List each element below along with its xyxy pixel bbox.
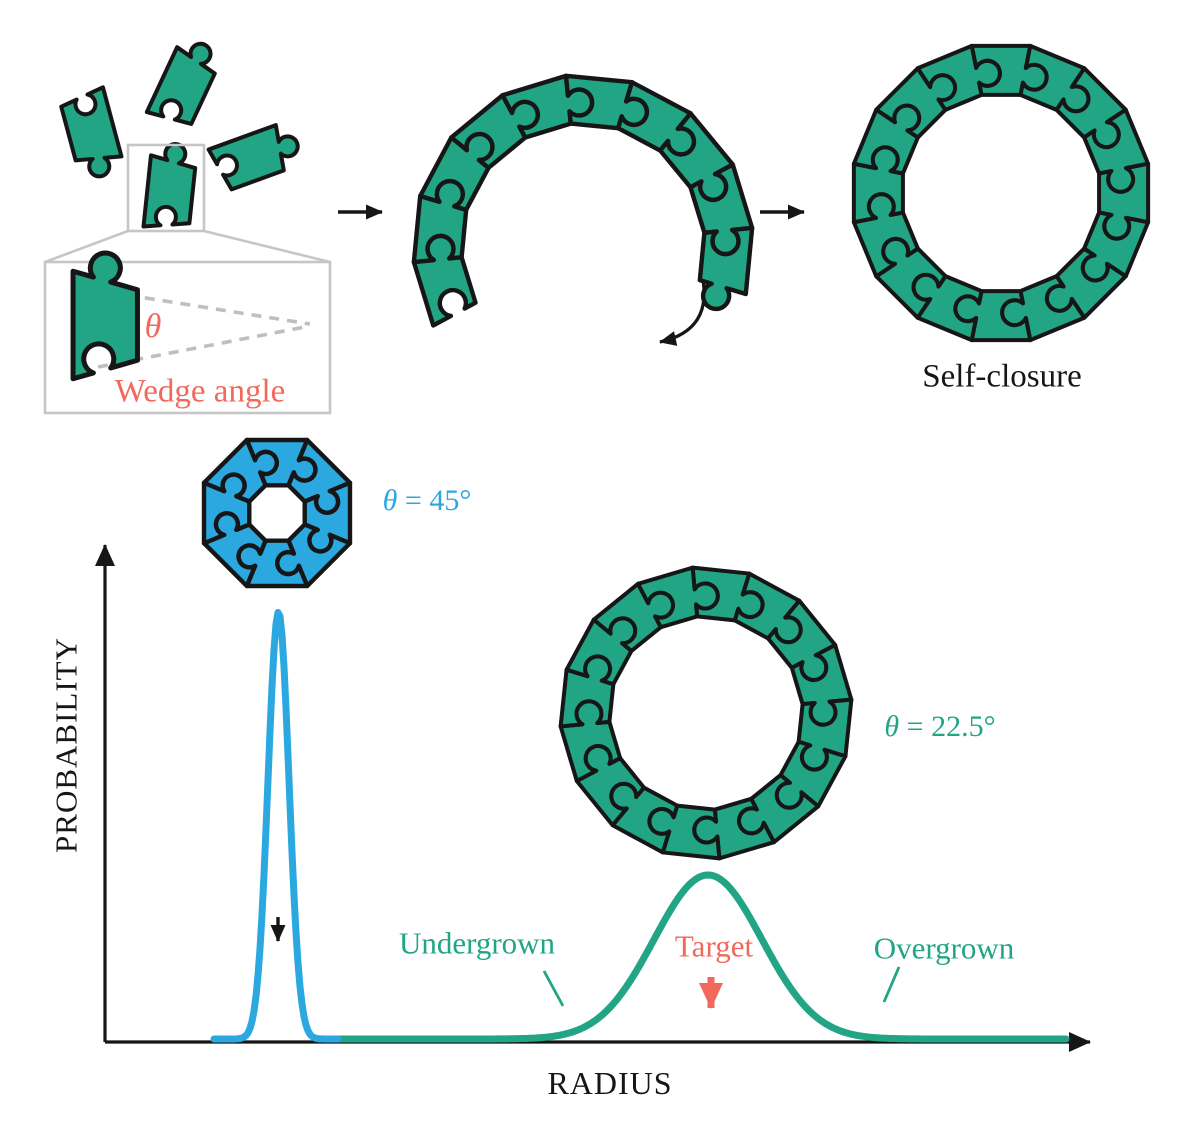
theta-225-value: = 22.5°: [899, 710, 996, 743]
puzzle-piece: [697, 225, 755, 312]
y-axis-label: PROBABILITY: [48, 637, 84, 853]
wedge-dashed-line-upper: [126, 293, 311, 326]
wedge-angle-label: Wedge angle: [114, 373, 286, 410]
octagon-ring-45deg: [201, 437, 353, 589]
theta-225-label: θ = 22.5°: [884, 712, 995, 742]
wedge-theta-label: θ: [144, 308, 162, 345]
theta-45-value: = 45°: [397, 484, 472, 517]
theta-45-label: θ = 45°: [383, 486, 472, 516]
undergrown-annotation: Undergrown: [398, 925, 556, 961]
wedge-puzzle-piece: [70, 250, 140, 382]
zoom-connector-line: [44, 229, 129, 264]
puzzle-piece: [141, 142, 198, 229]
target-ring-22p5deg: [558, 565, 854, 861]
puzzle-piece: [915, 43, 1002, 112]
target-annotation: Target: [674, 928, 754, 964]
scattered-puzzle-pieces: [59, 41, 300, 229]
puzzle-piece: [201, 437, 279, 504]
puzzle-piece: [59, 85, 124, 179]
blue-distribution-curve: [210, 608, 342, 1043]
theta-symbol: θ: [382, 484, 398, 517]
x-axis-label: RADIUS: [547, 1065, 673, 1101]
distribution-curves: [210, 608, 1070, 1043]
puzzle-piece: [636, 565, 720, 630]
undergrown-tick: [542, 970, 565, 1007]
zoom-connector-line: [203, 229, 331, 264]
wedge-inset: [43, 143, 332, 415]
green-distribution-curve: [332, 871, 1070, 1043]
self-closure-ring: [851, 43, 1151, 343]
chart-annotations: [270, 917, 901, 1009]
self-closure-label: Self-closure: [922, 358, 1082, 395]
growth-curved-arrow-icon: [659, 273, 706, 346]
zoom-source-box: [126, 143, 206, 233]
assembly-flow: [338, 204, 805, 346]
growing-arc-ring: [411, 73, 755, 328]
puzzle-piece: [144, 41, 217, 126]
theta-symbol: θ: [884, 710, 900, 743]
puzzle-piece: [206, 123, 300, 192]
overgrown-annotation: Overgrown: [873, 930, 1015, 966]
overgrown-tick: [882, 966, 901, 1003]
wedge-inset-box: [43, 260, 332, 415]
